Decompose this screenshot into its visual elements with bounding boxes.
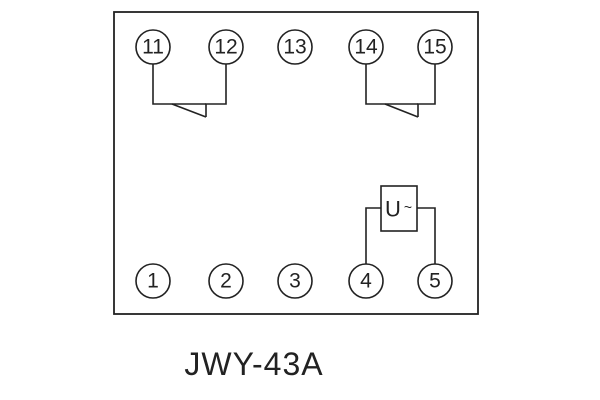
- coil-wire-4: [365, 207, 381, 264]
- coil-wire-5: [417, 207, 436, 264]
- terminal-5: 5: [417, 263, 453, 299]
- relay-housing-outline: [113, 11, 479, 315]
- voltage-relay-box: [380, 185, 418, 232]
- terminal-label: 13: [283, 36, 306, 59]
- terminal-circle: [348, 29, 384, 65]
- terminal-label: 11: [142, 36, 164, 59]
- model-label: JWY-43A: [184, 346, 323, 382]
- contact-blade-14-15: [384, 103, 419, 118]
- terminal-4: 4: [348, 263, 384, 299]
- terminal-circle: [417, 263, 453, 299]
- terminal-circle: [208, 263, 244, 299]
- terminal-label: 14: [354, 36, 378, 59]
- terminal-11: 11: [135, 29, 171, 65]
- terminal-label: 1: [147, 270, 159, 293]
- top-terminal-row: 11 12 13 14 15: [135, 29, 453, 65]
- contact-wire-12: [205, 64, 227, 117]
- bottom-terminal-row: 1 2 3 4 5: [135, 263, 453, 299]
- terminal-label: 12: [214, 36, 237, 59]
- contact-wire-14: [365, 64, 418, 105]
- contact-wire-11: [152, 64, 206, 105]
- terminal-circle: [277, 29, 313, 65]
- terminal-1: 1: [135, 263, 171, 299]
- terminal-label: 2: [220, 270, 232, 293]
- terminal-13: 13: [277, 29, 313, 65]
- terminal-label: 3: [289, 270, 301, 293]
- terminal-15: 15: [417, 29, 453, 65]
- voltage-coil: U ~: [365, 185, 436, 264]
- relay-ac-mark: ~: [404, 199, 412, 215]
- terminal-14: 14: [348, 29, 384, 65]
- terminal-3: 3: [277, 263, 313, 299]
- terminal-label: 15: [423, 36, 446, 59]
- terminal-circle: [135, 29, 171, 65]
- terminal-circle: [208, 29, 244, 65]
- contact-11-12: [152, 64, 227, 118]
- terminal-12: 12: [208, 29, 244, 65]
- terminal-label: 4: [360, 270, 372, 293]
- relay-symbol: U: [385, 197, 401, 222]
- contact-14-15: [365, 64, 436, 118]
- terminal-label: 5: [429, 270, 441, 293]
- terminal-circle: [348, 263, 384, 299]
- terminal-circle: [417, 29, 453, 65]
- terminal-2: 2: [208, 263, 244, 299]
- terminal-circle: [277, 263, 313, 299]
- contact-wire-15: [417, 64, 436, 117]
- contact-blade-11-12: [171, 103, 207, 118]
- terminal-circle: [135, 263, 171, 299]
